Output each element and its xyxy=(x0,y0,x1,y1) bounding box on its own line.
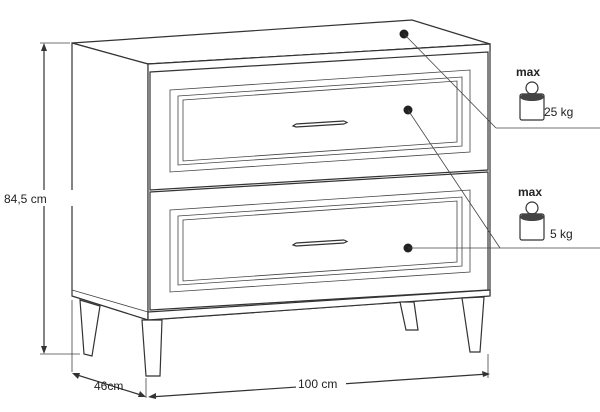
leg-front-right xyxy=(461,296,485,353)
drawer-bottom-frame-outer xyxy=(169,189,471,293)
load-leader-drawer-top xyxy=(403,105,501,249)
dresser-side-base-line xyxy=(71,289,149,313)
leg-back-right xyxy=(399,301,419,331)
drawer-top-frame-inner xyxy=(177,76,463,166)
drawer-top-frame-inner2 xyxy=(182,80,458,162)
load-leader-top xyxy=(399,29,600,129)
depth-label: 46cm xyxy=(94,379,123,393)
weight-icon xyxy=(519,201,545,241)
dresser-base xyxy=(147,289,491,321)
depth-dimension: 46cm xyxy=(71,300,147,398)
load-leader-drawer-bottom xyxy=(403,243,600,253)
max-label: max xyxy=(516,65,540,79)
drawer-bottom-frame-inner xyxy=(177,196,463,286)
leg-front-left xyxy=(141,319,163,377)
drawer-bottom-handle[interactable] xyxy=(291,239,349,247)
drawer-top[interactable] xyxy=(149,51,489,191)
drawer-bottom[interactable] xyxy=(149,171,489,311)
weight-label: 25 kg xyxy=(544,105,573,119)
weight-icon xyxy=(519,81,545,121)
height-dimension: 84,5 cm xyxy=(2,42,82,355)
leg-back-left xyxy=(79,299,101,357)
load-limit-drawers: max 5 kg xyxy=(518,185,573,241)
height-label: 84,5 cm xyxy=(4,192,47,206)
weight-label: 5 kg xyxy=(550,227,573,241)
drawer-top-handle[interactable] xyxy=(291,120,349,128)
load-limit-top: max 25 kg xyxy=(516,65,573,121)
width-dimension: 100 cm xyxy=(148,354,490,399)
width-label: 100 cm xyxy=(298,377,337,391)
drawer-bottom-frame-inner2 xyxy=(182,200,458,282)
dresser-side-panel xyxy=(71,42,149,321)
max-label: max xyxy=(518,185,542,199)
drawer-top-frame-outer xyxy=(169,69,471,173)
drawer-top-front xyxy=(149,51,489,191)
